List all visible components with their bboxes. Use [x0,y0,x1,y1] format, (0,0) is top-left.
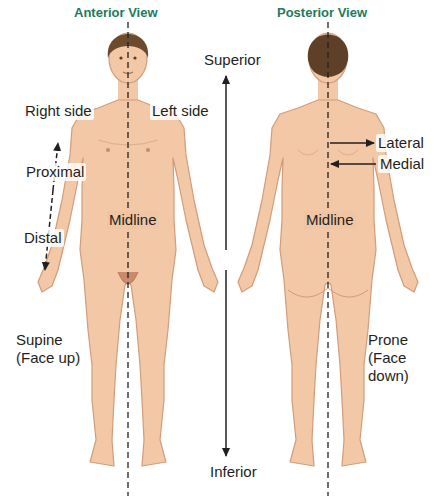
midline-dash [127,22,128,496]
lateral-arrow [330,142,374,144]
view-heading: Anterior View [72,4,160,22]
medial-arrow [331,163,376,165]
side-label: Right side [23,102,94,120]
midline-label: Midline [304,211,356,229]
position-label: Supine (Face up) [14,331,102,367]
direction-label: Lateral [376,134,426,152]
superior-arrow [225,76,227,250]
direction-label: Proximal [24,163,86,181]
inferior-arrow [225,270,227,456]
direction-label: Medial [378,155,426,173]
side-label: Left side [150,102,211,120]
midline-dash [327,22,328,496]
direction-label: Superior [202,51,263,69]
direction-label: Inferior [208,463,259,481]
position-label: Prone (Face down) [366,331,428,385]
direction-label: Distal [22,229,64,247]
view-heading: Posterior View [275,4,369,22]
midline-label: Midline [107,211,159,229]
